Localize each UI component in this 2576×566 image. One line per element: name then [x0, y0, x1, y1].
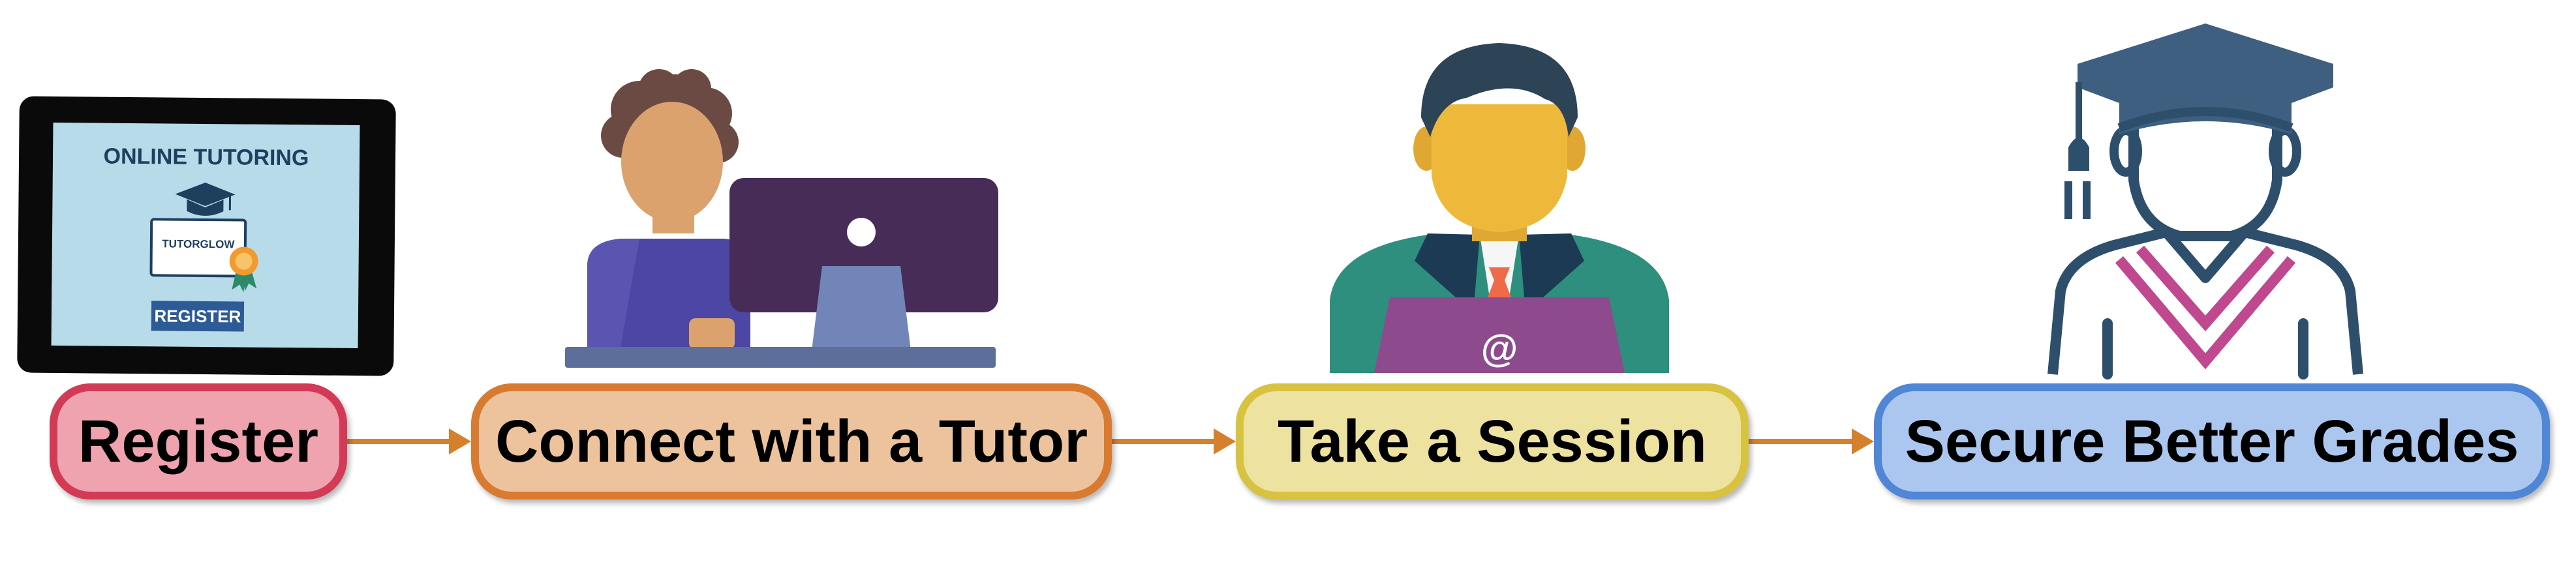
step-secure-better-grades: Secure Better Grades	[1874, 383, 2550, 499]
step-connect-with-tutor: Connect with a Tutor	[471, 383, 1112, 499]
step-register: Register	[50, 383, 347, 499]
step-label: Connect with a Tutor	[495, 408, 1088, 475]
tablet-register-icon: ONLINE TUTORING TUTORGLOW REGISTER	[17, 96, 396, 376]
award-seal-icon	[229, 246, 258, 293]
step-take-a-session: Take a Session	[1236, 383, 1749, 499]
step-label: Take a Session	[1278, 408, 1707, 475]
graduate-icon	[2047, 23, 2363, 380]
step-label: Register	[78, 408, 319, 475]
flow-arrow-head	[1214, 428, 1236, 454]
session-at-symbol: @	[1481, 327, 1518, 370]
tablet-screen: ONLINE TUTORING TUTORGLOW REGISTER	[51, 122, 360, 349]
flow-arrow-head	[1852, 428, 1874, 454]
person-at-computer-icon	[565, 69, 998, 368]
graduation-cap-icon	[175, 182, 236, 216]
flow-arrow-head	[449, 428, 471, 454]
person-with-laptop-icon: @	[1330, 43, 1669, 373]
step-label: Secure Better Grades	[1905, 408, 2519, 475]
